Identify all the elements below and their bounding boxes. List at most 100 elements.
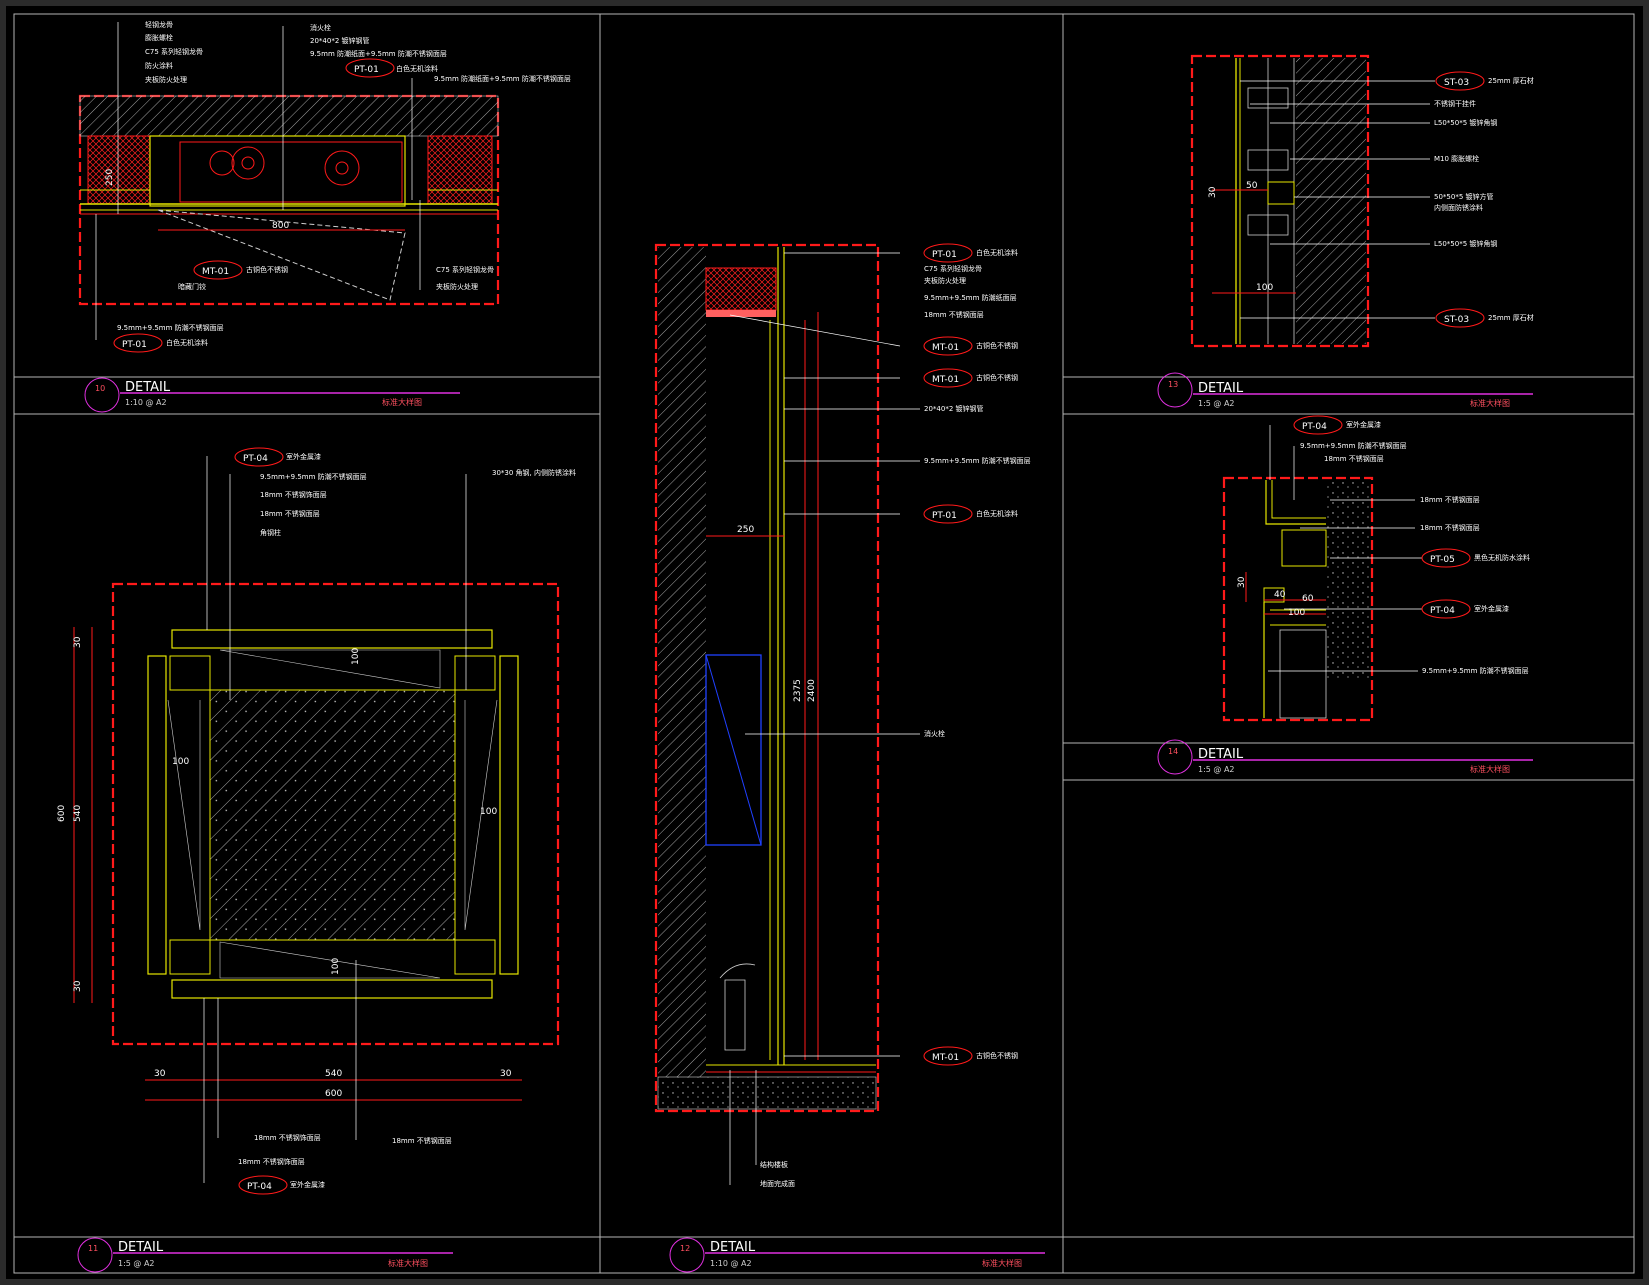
d12-mt01-3-text: 古铜色不锈钢 bbox=[976, 1051, 1018, 1060]
d14-shadow-gap bbox=[1281, 529, 1327, 567]
d10-scale: 1:10 @ A2 bbox=[125, 398, 167, 407]
d12-tag-mt01-3: MT-01 bbox=[932, 1053, 959, 1063]
d13-note-2: L50*50*5 镀锌角钢 bbox=[1434, 118, 1497, 127]
d10-pt01-bottom-text: 白色无机涂料 bbox=[166, 338, 208, 347]
detail-14: 30 40 60 100 PT-04 室外金属漆 9.5mm+9.5mm 防潮不… bbox=[1157, 415, 1533, 775]
d10-tag-mt01: MT-01 bbox=[202, 267, 229, 277]
d11-dim-v-540: 540 bbox=[73, 805, 83, 822]
d10-tag-pt01: PT-01 bbox=[354, 65, 379, 75]
d10-door-swing bbox=[157, 209, 406, 301]
d14-wall bbox=[1326, 480, 1370, 682]
d10-slab bbox=[79, 95, 499, 137]
d10-note-keel: C75 系列轻钢龙骨 bbox=[436, 265, 494, 274]
d10-note-hinge: 暗藏门铰 bbox=[178, 282, 206, 291]
d14-drawing-name: 标准大样图 bbox=[1470, 764, 1510, 774]
d12-extinguisher bbox=[724, 979, 746, 1051]
d12-note-18: 18mm 不锈钢面层 bbox=[924, 310, 984, 319]
d14-tag-pt04: PT-04 bbox=[1430, 606, 1455, 616]
d13-scale: 1:5 @ A2 bbox=[1198, 399, 1235, 408]
d13-dim-100: 100 bbox=[1256, 283, 1273, 293]
d10-right-block bbox=[427, 135, 493, 205]
d10-mt01-text: 古铜色不锈钢 bbox=[246, 265, 288, 274]
d10-cabinet bbox=[149, 135, 406, 207]
d11-note-1: 9.5mm+9.5mm 防潮不锈钢面层 bbox=[260, 472, 367, 481]
d11-dim-100-bottom: 100 bbox=[331, 958, 341, 975]
d11-dim-100-right: 100 bbox=[480, 807, 497, 817]
d12-note-board2: 9.5mm+9.5mm 防潮不锈钢面层 bbox=[924, 456, 1031, 465]
d14-pt04-text: 室外金属漆 bbox=[1474, 604, 1509, 613]
d14-pt05-text: 黑色无机防水涂料 bbox=[1474, 553, 1530, 562]
d10-note-mid-1: 消火栓 bbox=[310, 23, 331, 32]
d12-note-fire: 夹板防火处理 bbox=[924, 276, 966, 285]
d11-dim-100-left: 100 bbox=[172, 757, 189, 767]
d13-note-4b: 内侧面防锈涂料 bbox=[1434, 203, 1483, 212]
d10-note-left-1: 轻钢龙骨 bbox=[145, 20, 173, 29]
d11-dim-h-540: 540 bbox=[325, 1069, 342, 1079]
d14-note-4: 18mm 不锈钢面层 bbox=[1420, 523, 1480, 532]
d10-tag-pt01-bottom: PT-01 bbox=[122, 340, 147, 350]
d13-note-4: 50*50*5 镀锌方管 bbox=[1434, 192, 1494, 201]
d13-st03-bottom-text: 25mm 厚石材 bbox=[1488, 313, 1534, 322]
d14-boundary bbox=[1222, 476, 1374, 722]
d12-tag-pt01-2: PT-01 bbox=[932, 511, 957, 521]
d14-pt04-top-text: 室外金属漆 bbox=[1346, 420, 1381, 429]
d11-dim-100-top: 100 bbox=[351, 648, 361, 665]
d10-title-num: 10 bbox=[95, 384, 105, 393]
d11-title: DETAIL bbox=[118, 1240, 164, 1255]
d12-wall bbox=[658, 247, 706, 1077]
d10-drawing-name: 标准大样图 bbox=[382, 397, 422, 407]
d10-left-block bbox=[87, 135, 151, 205]
d10-note-left-3: C75 系列轻钢龙骨 bbox=[145, 47, 203, 56]
d13-dim-50: 50 bbox=[1246, 181, 1258, 191]
d11-dim-h-30b: 30 bbox=[500, 1069, 512, 1079]
d10-hydrant-box bbox=[179, 141, 403, 203]
d12-floor-slab bbox=[657, 1076, 877, 1110]
d11-corner-bl bbox=[169, 939, 211, 975]
d12-pt01-2-text: 白色无机涂料 bbox=[976, 509, 1018, 518]
d11-bottom-text: 室外金属漆 bbox=[290, 1180, 325, 1189]
d10-dim-250: 250 bbox=[105, 169, 115, 186]
d13-drawing-name: 标准大样图 bbox=[1470, 398, 1510, 408]
d14-dim-60: 60 bbox=[1302, 594, 1314, 604]
d13-wall bbox=[1296, 58, 1366, 344]
detail-10: 800 250 轻钢龙骨 膨胀螺栓 C75 系列轻钢龙骨 防火涂料 夹板防火处理… bbox=[78, 20, 571, 413]
d11-note-right: 30*30 角钢, 内侧防锈涂料 bbox=[492, 468, 576, 477]
d14-tag-pt05: PT-05 bbox=[1430, 555, 1455, 565]
d12-scale: 1:10 @ A2 bbox=[710, 1259, 752, 1268]
d14-note-1: 9.5mm+9.5mm 防潮不锈钢面层 bbox=[1300, 441, 1407, 450]
d10-hose-reel-1 bbox=[209, 150, 235, 176]
d12-dim-2400: 2400 bbox=[807, 679, 817, 702]
detail-13: 50 100 30 ST-03 25mm 厚石材 不锈钢干挂件 L50*50*5… bbox=[1157, 54, 1534, 408]
d11-note-3: 18mm 不锈钢面层 bbox=[260, 509, 320, 518]
d14-title: DETAIL bbox=[1198, 747, 1244, 762]
d11-dim-v-30a: 30 bbox=[73, 636, 83, 648]
d12-fire-block bbox=[705, 267, 777, 311]
d13-title: DETAIL bbox=[1198, 381, 1244, 396]
d11-note-2: 18mm 不锈钢饰面层 bbox=[260, 490, 327, 499]
d14-dim-100: 100 bbox=[1288, 608, 1305, 618]
d10-note-mid-2: 20*40*2 镀锌钢管 bbox=[310, 36, 370, 45]
d14-note-3: 18mm 不锈钢面层 bbox=[1420, 495, 1480, 504]
d10-hose-reel-3 bbox=[324, 150, 360, 186]
d10-boundary bbox=[78, 94, 500, 306]
d10-dim-800: 800 bbox=[272, 221, 289, 231]
d12-header-plate bbox=[706, 310, 776, 317]
d11-note-b2: 18mm 不锈钢饰面层 bbox=[238, 1157, 305, 1166]
d10-note-right-1: 9.5mm 防潮纸面+9.5mm 防潮不锈钢面层 bbox=[434, 74, 571, 83]
d12-title-num: 12 bbox=[680, 1244, 690, 1253]
d10-title-circle bbox=[84, 377, 120, 413]
d11-scale: 1:5 @ A2 bbox=[118, 1259, 155, 1268]
d13-boundary bbox=[1190, 54, 1370, 348]
d13-tag-st03-top: ST-03 bbox=[1444, 78, 1469, 88]
d14-scale: 1:5 @ A2 bbox=[1198, 765, 1235, 774]
d10-note-left-2: 膨胀螺栓 bbox=[145, 33, 173, 42]
d12-dim-250: 250 bbox=[737, 525, 754, 535]
d10-title: DETAIL bbox=[125, 380, 171, 395]
d11-dim-v-30b: 30 bbox=[73, 980, 83, 992]
d12-mt01-1-text: 古铜色不锈钢 bbox=[976, 341, 1018, 350]
d12-tag-pt01-top: PT-01 bbox=[932, 250, 957, 260]
d11-corner-br bbox=[454, 939, 496, 975]
d11-tag-bottom: PT-04 bbox=[247, 1182, 272, 1192]
d11-note-b1: 18mm 不锈钢饰面层 bbox=[254, 1133, 321, 1142]
